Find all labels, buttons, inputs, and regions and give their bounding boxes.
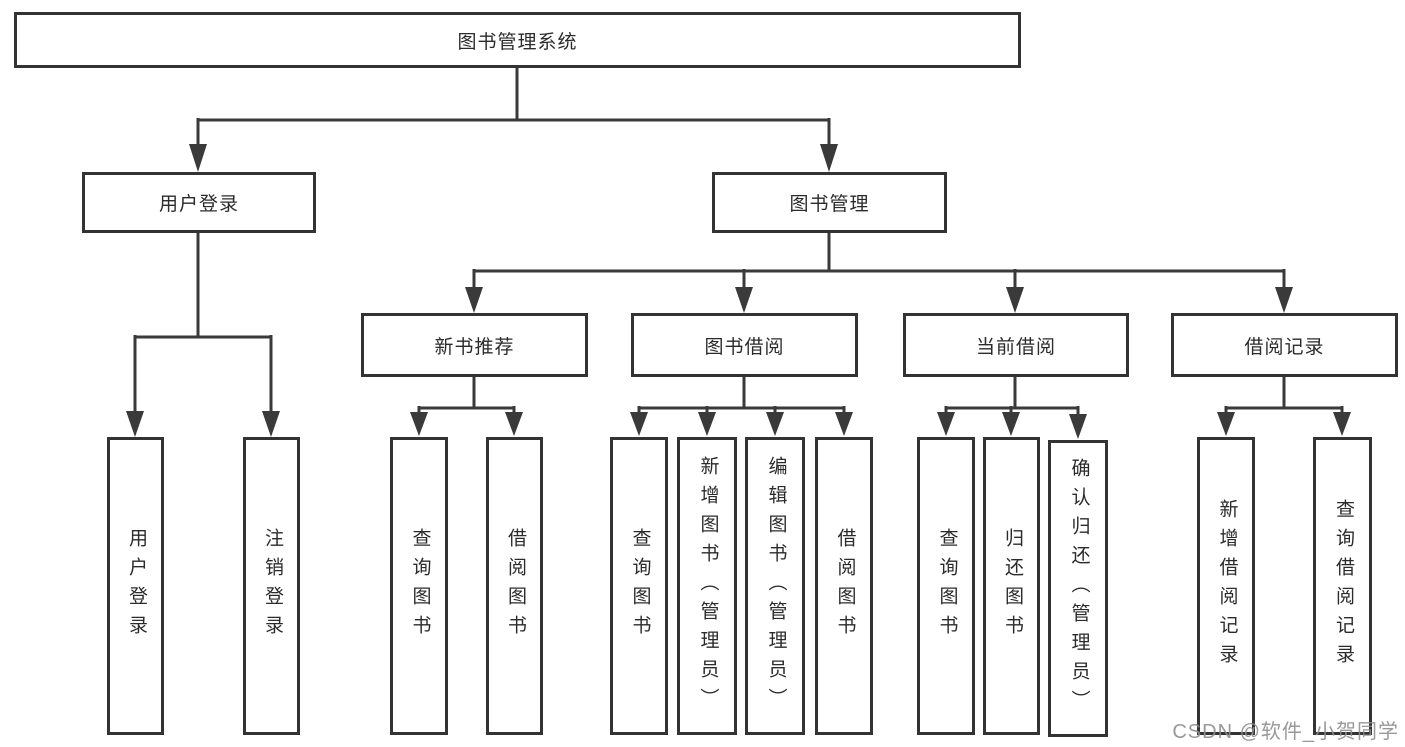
node-query-borrow-record: 查询借阅记录 (1313, 437, 1372, 735)
node-add-book-admin: 新增图书（管理员） (677, 437, 737, 735)
node-user-login-leaf: 用户登录 (107, 437, 164, 735)
node-borrowing-records: 借阅记录 (1171, 313, 1398, 377)
node-user-login-leaf-label: 用户登录 (125, 528, 147, 644)
node-logout: 注销登录 (243, 437, 300, 735)
node-user-login-group: 用户登录 (82, 172, 316, 233)
connector-book-borrowing-to-leaves (630, 377, 853, 436)
connector-root-to-level2 (189, 68, 838, 172)
node-current-borrowing-label: 当前借阅 (975, 336, 1056, 358)
connector-borrowing-records-to-leaves (1217, 377, 1351, 436)
node-user-login-group-label: 用户登录 (158, 194, 239, 215)
node-query-books: 查询图书 (610, 437, 668, 735)
node-book-borrowing: 图书借阅 (631, 313, 858, 377)
node-return-books: 归还图书 (983, 437, 1040, 735)
node-query-books-label: 查询图书 (936, 528, 958, 644)
connector-user-login-to-leaves (126, 233, 280, 437)
node-book-management: 图书管理 (712, 172, 947, 233)
node-root-system-label: 图书管理系统 (457, 31, 578, 53)
node-edit-book-admin: 编辑图书（管理员） (745, 437, 805, 735)
node-add-borrow-record-label: 新增借阅记录 (1216, 499, 1238, 673)
watermark: CSDN @软件_小贺同学 (1172, 721, 1399, 743)
node-current-borrowing: 当前借阅 (903, 313, 1129, 377)
node-query-books-label: 查询图书 (629, 528, 651, 644)
node-query-books: 查询图书 (917, 437, 975, 735)
node-edit-book-admin-label: 编辑图书（管理员） (765, 455, 787, 717)
node-book-borrowing-label: 图书借阅 (704, 336, 785, 358)
node-borrow-books-label: 借阅图书 (504, 528, 526, 644)
connector-current-borrowing-to-leaves (937, 377, 1087, 439)
node-root-system: 图书管理系统 (14, 12, 1021, 68)
connector-new-book-to-leaves (410, 377, 523, 436)
node-new-book-recommend-label: 新书推荐 (434, 336, 515, 358)
node-confirm-return-admin: 确认归还（管理员） (1048, 440, 1108, 737)
node-borrow-books: 借阅图书 (815, 437, 873, 735)
node-confirm-return-admin-label: 确认归还（管理员） (1068, 458, 1090, 719)
node-query-books: 查询图书 (390, 437, 448, 735)
node-borrow-books: 借阅图书 (486, 437, 543, 735)
node-borrowing-records-label: 借阅记录 (1244, 336, 1325, 358)
node-add-book-admin-label: 新增图书（管理员） (697, 455, 719, 717)
node-query-borrow-record-label: 查询借阅记录 (1332, 499, 1354, 673)
node-return-books-label: 归还图书 (1001, 528, 1023, 644)
node-new-book-recommend: 新书推荐 (361, 313, 588, 377)
node-add-borrow-record: 新增借阅记录 (1197, 437, 1255, 735)
node-borrow-books-label: 借阅图书 (834, 528, 856, 644)
connector-book-management-to-level3 (465, 233, 1293, 313)
node-query-books-label: 查询图书 (409, 528, 431, 644)
node-logout-label: 注销登录 (261, 528, 283, 644)
node-book-management-label: 图书管理 (789, 194, 870, 215)
